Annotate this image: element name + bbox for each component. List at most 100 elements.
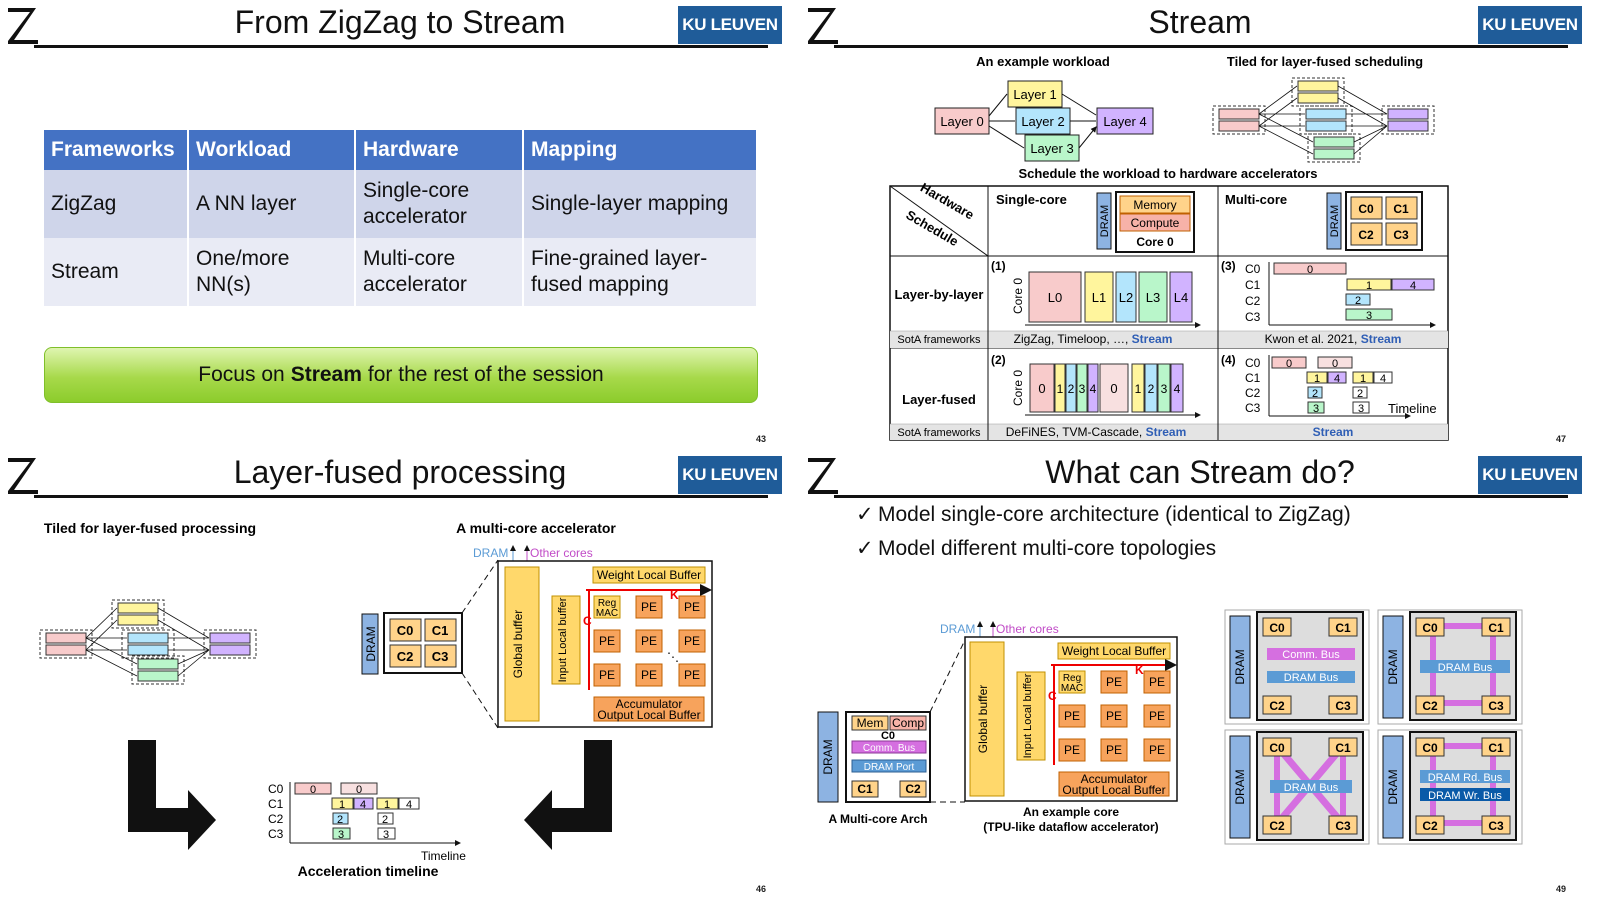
ku-leuven-logo: KU LEUVEN	[678, 6, 782, 44]
svg-text:C1: C1	[857, 782, 873, 796]
mac-label: MAC	[596, 608, 618, 619]
layer-2-label: Layer 2	[1021, 114, 1064, 129]
z-logo-icon	[8, 458, 38, 494]
page-number: 43	[755, 434, 766, 444]
col-header-workload: Workload	[188, 130, 356, 170]
layer-0-node	[934, 107, 990, 135]
svg-text:1: 1	[1057, 382, 1064, 396]
dram-link-label: DRAM	[473, 546, 508, 560]
table-row: Stream One/more NN(s) Multi-core acceler…	[44, 238, 758, 306]
list-item-text: Model different multi-core topologies	[878, 537, 1217, 560]
svg-text:C2: C2	[1422, 819, 1438, 833]
cell-number: (1)	[991, 259, 1006, 273]
core-c2-label: C2	[1358, 228, 1374, 242]
svg-text:0: 0	[1332, 358, 1338, 370]
svg-text:PE: PE	[684, 634, 700, 648]
dram-label: DRAM	[821, 739, 835, 774]
svg-text:2: 2	[382, 814, 388, 826]
col-header-hardware: Hardware	[355, 130, 524, 170]
memory-block	[1119, 195, 1191, 214]
list-item-text: Model single-core architecture (identica…	[878, 503, 1351, 526]
cell-number: (2)	[991, 353, 1006, 367]
output-buffer-label: Output Local Buffer	[597, 708, 700, 722]
svg-text:PE: PE	[1149, 675, 1165, 689]
core-c3-label: C3	[1393, 228, 1409, 242]
row-layer-fused: Layer-fused	[902, 392, 976, 407]
svg-text:K: K	[1135, 663, 1144, 677]
core0-label: Core 0	[1136, 235, 1174, 249]
layer-4-label: Layer 4	[1103, 114, 1146, 129]
table-cell: Single-core accelerator	[355, 170, 524, 238]
svg-text:DRAM Bus: DRAM Bus	[1284, 782, 1339, 794]
example-core-subcaption: (TPU-like dataflow accelerator)	[983, 820, 1158, 834]
svg-text:PE: PE	[641, 668, 657, 682]
svg-text:C0: C0	[1245, 262, 1261, 276]
page-number: 47	[1555, 434, 1566, 444]
dram-label: DRAM	[364, 626, 378, 661]
input-local-buffer-label: Input Local buffer	[557, 597, 569, 682]
page-number: 46	[755, 884, 766, 894]
slide-what-can-stream-do: What can Stream do? KU LEUVEN ✓Model sin…	[800, 450, 1600, 900]
global-buffer-label: Global buffer	[511, 610, 525, 679]
svg-text:C2: C2	[397, 649, 414, 664]
list-item: ✓Model different multi-core topologies	[856, 532, 1351, 566]
svg-text:PE: PE	[599, 668, 615, 682]
layer-graph: Layer 0 Layer 1 Layer 2 Layer 3 Layer 4	[934, 80, 1154, 162]
svg-text:PE: PE	[1149, 743, 1165, 757]
topology-1: DRAM C0 C1 C2 C3 Comm. Bus DRAM Bus	[1224, 609, 1370, 725]
tiled-title: Tiled for layer-fused scheduling	[1227, 54, 1423, 69]
framework-comparison-table: Frameworks Workload Hardware Mapping Zig…	[44, 130, 758, 306]
svg-text:C0: C0	[1245, 356, 1261, 370]
core-c3	[1385, 222, 1418, 246]
svg-text:DRAM: DRAM	[1233, 649, 1247, 684]
svg-text:4: 4	[406, 799, 412, 811]
multi-core-header: Multi-core	[1225, 192, 1287, 207]
example-core-caption: An example core	[1023, 805, 1119, 819]
ku-leuven-logo: KU LEUVEN	[678, 456, 782, 494]
svg-text:C1: C1	[268, 797, 284, 811]
core0-axis-label: Core 0	[1011, 370, 1025, 406]
dram-block	[1096, 192, 1112, 250]
single-core-header: Single-core	[996, 192, 1067, 207]
core-c2	[1350, 222, 1383, 246]
svg-text:PE: PE	[684, 668, 700, 682]
title-underline	[34, 45, 768, 48]
compute-block	[1119, 213, 1191, 232]
svg-text:1: 1	[384, 799, 390, 811]
slide-title: What can Stream do?	[1045, 454, 1355, 490]
svg-text:0: 0	[356, 784, 362, 796]
slide-title: From ZigZag to Stream	[234, 4, 566, 40]
table-row: ZigZag A NN layer Single-core accelerato…	[44, 170, 758, 238]
svg-text:Global buffer: Global buffer	[976, 685, 990, 754]
svg-text:PE: PE	[1149, 709, 1165, 723]
slide-title: Stream	[1148, 4, 1252, 40]
svg-text:DRAM: DRAM	[1233, 769, 1247, 804]
dram-link-label: DRAM	[940, 622, 975, 636]
sota-label: SotA frameworks	[897, 334, 981, 346]
mc-title: A multi-core accelerator	[456, 520, 616, 536]
svg-text:2: 2	[1148, 382, 1155, 396]
sota-label: SotA frameworks	[897, 427, 981, 439]
svg-text:C0: C0	[1269, 621, 1285, 635]
example-workload-title: An example workload	[976, 54, 1110, 69]
dram-label: DRAM	[1099, 205, 1111, 237]
table-cell: One/more NN(s)	[188, 238, 356, 306]
svg-text:0: 0	[1307, 264, 1313, 276]
svg-text:DRAM: DRAM	[1386, 769, 1400, 804]
svg-text:PE: PE	[599, 634, 615, 648]
table-cell: Single-layer mapping	[523, 170, 758, 238]
table-cell: Stream	[44, 238, 189, 306]
cell-number: (4)	[1221, 353, 1236, 367]
check-icon: ✓	[856, 503, 874, 526]
citation-1: ZigZag, Timeloop, …, Stream	[1014, 332, 1173, 346]
tiled-graph	[39, 599, 257, 685]
svg-text:3: 3	[1358, 403, 1364, 415]
row-layer-by-layer: Layer-by-layer	[895, 287, 984, 302]
svg-text:PE: PE	[1106, 743, 1122, 757]
accumulator-label: Accumulator	[616, 697, 683, 711]
multi-core-arch-caption: A Multi-core Arch	[828, 812, 927, 826]
dram-label: DRAM	[1329, 205, 1341, 237]
svg-text:PE: PE	[641, 634, 657, 648]
svg-text:C0: C0	[881, 730, 895, 742]
focus-pre-text: Focus on	[198, 363, 285, 386]
